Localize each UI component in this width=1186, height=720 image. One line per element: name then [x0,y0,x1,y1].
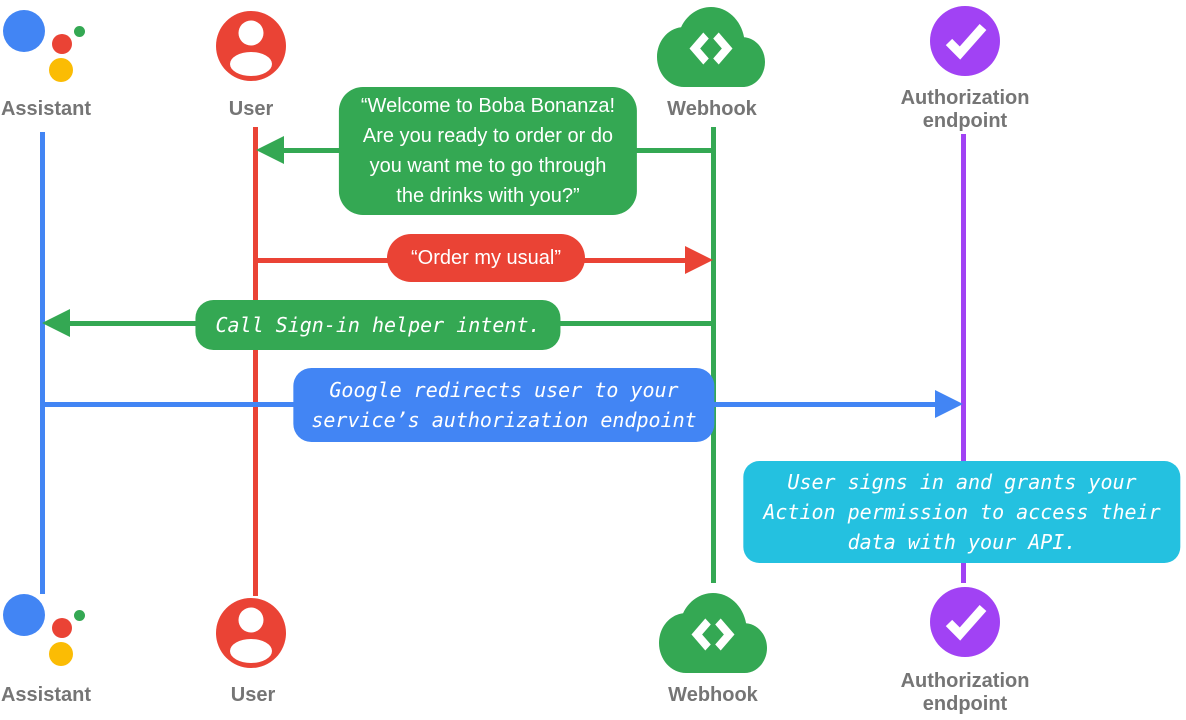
webhook-lifeline [711,127,716,583]
assistant-red-dot [52,618,72,638]
assistant-yellow-dot [49,58,73,82]
assistant-green-dot [74,610,85,621]
actor-label-webhook-top: Webhook [667,98,757,120]
arrow-head-redirect [935,390,963,418]
google-assistant-icon [3,594,93,684]
authorization-check-icon [930,587,1000,657]
authorization-check-icon [930,6,1000,76]
arrow-head-signin-helper [42,309,70,337]
user-lifeline [253,127,258,596]
actor-label-assistant-bottom: Assistant [0,684,92,706]
webhook-cloud-icon [659,593,767,673]
webhook-cloud-icon [657,7,765,87]
arrow-head-order [685,246,713,274]
message-bubble-grants: User signs in and grants your Action per… [743,461,1181,563]
assistant-red-dot [52,34,72,54]
user-icon [216,11,286,81]
message-bubble-order: “Order my usual” [386,234,586,282]
actor-label-assistant-top: Assistant [0,98,92,120]
google-assistant-icon [3,10,93,100]
actor-label-authorization-top: Authorization endpoint [900,87,1030,132]
actor-label-user-bottom: User [230,684,276,706]
assistant-yellow-dot [49,642,73,666]
assistant-blue-dot [3,10,45,52]
authorization-lifeline [961,134,966,583]
actor-label-user-top: User [228,98,274,120]
user-icon [216,598,286,668]
assistant-blue-dot [3,594,45,636]
message-bubble-redirect: Google redirects user to your service’s … [293,368,715,442]
message-bubble-welcome: “Welcome to Boba Bonanza! Are you ready … [338,87,638,215]
arrow-head-welcome [256,136,284,164]
message-bubble-signin-helper: Call Sign-in helper intent. [195,300,561,350]
actor-label-webhook-bottom: Webhook [668,684,758,706]
actor-label-authorization-bottom: Authorization endpoint [900,670,1030,715]
assistant-lifeline [40,132,45,594]
assistant-green-dot [74,26,85,37]
